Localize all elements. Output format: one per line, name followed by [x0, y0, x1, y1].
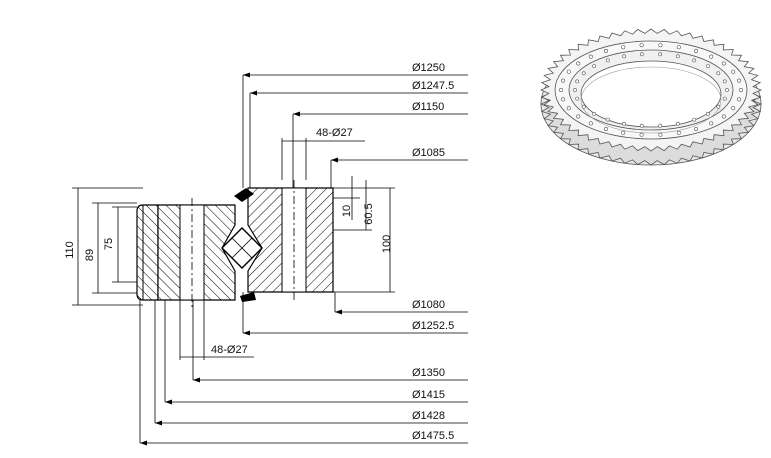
dim-height-60-5: 60.5 — [363, 203, 375, 224]
dim-arrow — [293, 111, 300, 117]
dim-arrow — [250, 90, 257, 96]
dim-label-diameter: Ø1085 — [412, 147, 445, 159]
dim-height-89: 89 — [84, 249, 96, 261]
dim-label-diameter: Ø1150 — [412, 101, 444, 113]
dim-label-diameter: Ø1252.5 — [412, 320, 454, 332]
dim-arrow — [243, 72, 250, 78]
dim-height-10: 10 — [341, 205, 353, 217]
slewing-ring-render — [539, 28, 763, 166]
dim-arrow — [140, 440, 147, 446]
dim-arrow — [165, 399, 172, 405]
dim-arrow — [331, 157, 338, 163]
outer-ring-section — [136, 204, 159, 301]
dim-label-diameter: Ø1475.5 — [412, 430, 454, 442]
dim-label-diameter: Ø1350 — [412, 367, 445, 379]
dim-label-diameter: Ø1247.5 — [412, 80, 454, 92]
cross-section — [136, 180, 334, 310]
dim-height-100: 100 — [381, 235, 393, 253]
dim-arrow — [243, 330, 250, 336]
hole-dims: 48-Ø27 48-Ø27 — [179, 127, 365, 360]
dim-label-diameter: Ø1080 — [412, 299, 445, 311]
seal-bottom — [240, 292, 256, 302]
holes-top-label: 48-Ø27 — [316, 127, 353, 139]
dim-arrow — [155, 420, 162, 426]
dim-arrow — [193, 377, 200, 383]
dim-height-110: 110 — [64, 241, 76, 259]
dim-label-diameter: Ø1428 — [412, 410, 445, 422]
dim-label-diameter: Ø1250 — [412, 62, 445, 74]
dim-height-75: 75 — [103, 238, 115, 250]
diameter-dims: Ø1250Ø1247.5Ø1150Ø1085Ø1080Ø1252.5Ø1350Ø… — [139, 62, 468, 446]
roller — [221, 227, 263, 269]
dim-arrow — [335, 309, 342, 315]
seal-top — [234, 188, 254, 202]
right-height-dims: 100 60.5 10 — [333, 176, 395, 293]
holes-bottom-label: 48-Ø27 — [211, 344, 248, 356]
left-height-dims: 110 89 75 — [64, 187, 143, 306]
dim-label-diameter: Ø1415 — [412, 389, 445, 401]
